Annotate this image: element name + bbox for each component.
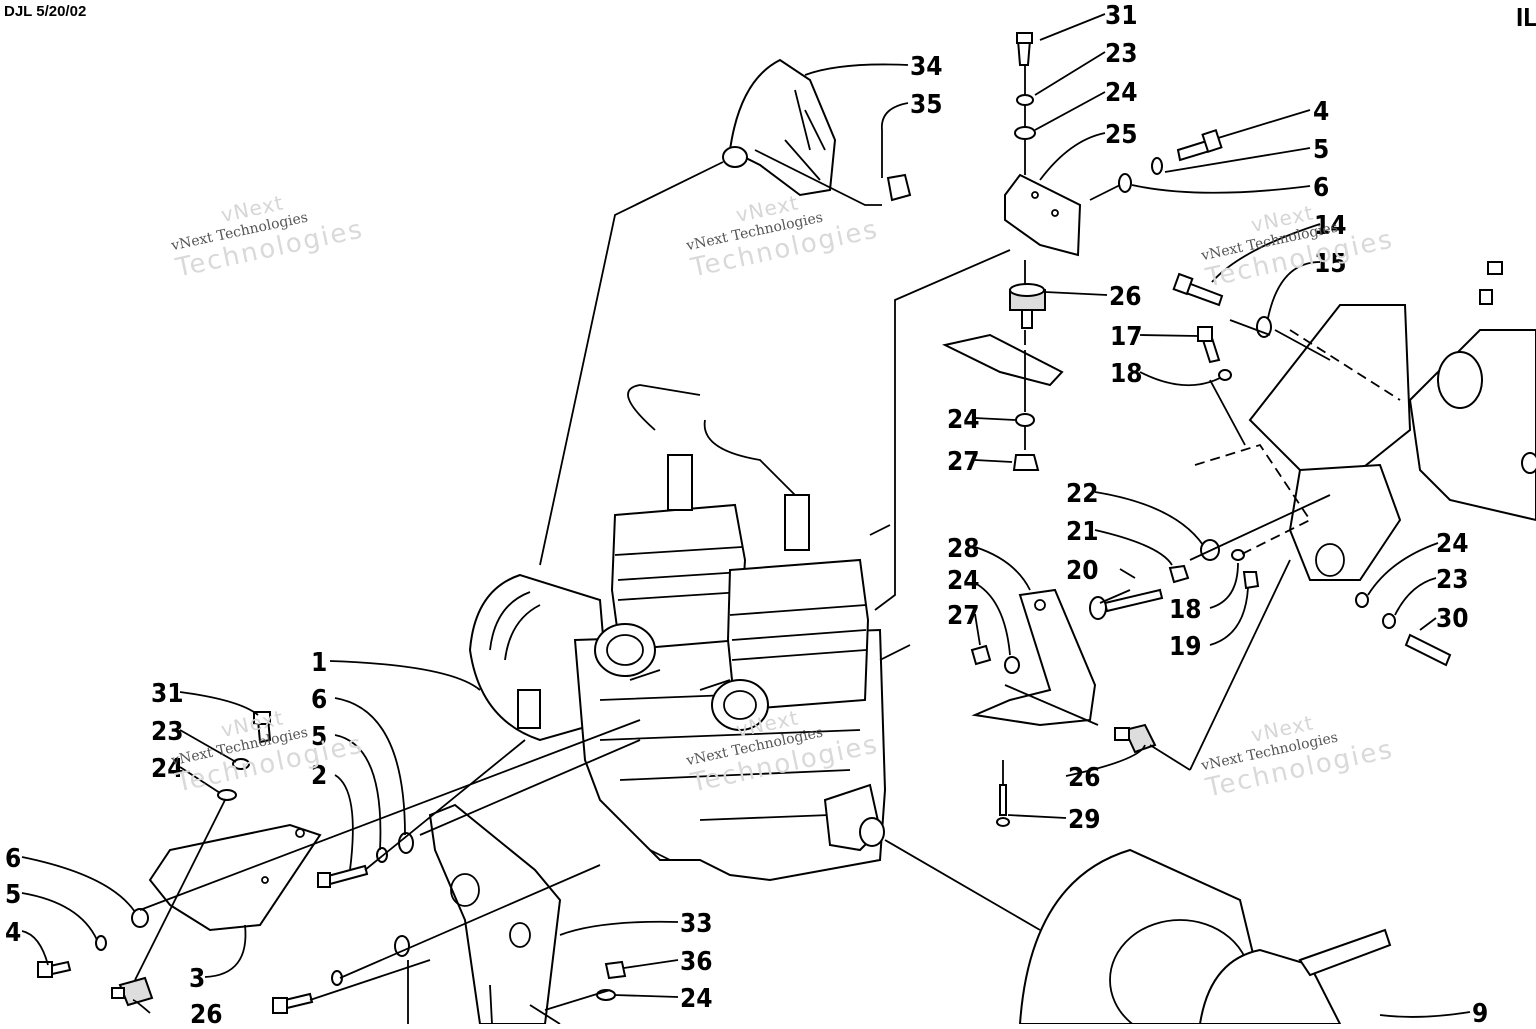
- callout-24: 24: [1105, 78, 1138, 108]
- callout-23: 23: [151, 717, 184, 747]
- part-26-mount-left: [111, 976, 154, 1007]
- callout-26: 26: [190, 1000, 223, 1024]
- part-35-clip: [886, 173, 912, 202]
- callout-24: 24: [151, 754, 184, 784]
- callout-14: 14: [1314, 211, 1347, 241]
- callout-33: 33: [680, 909, 713, 939]
- callout-18: 18: [1110, 359, 1143, 389]
- callout-29: 29: [1068, 805, 1101, 835]
- callout-25: 25: [1105, 120, 1138, 150]
- callout-18: 18: [1169, 595, 1202, 625]
- part-3-bracket: [148, 823, 322, 932]
- callout-35: 35: [910, 90, 943, 120]
- callout-27: 27: [947, 601, 980, 631]
- callout-15: 15: [1314, 249, 1347, 279]
- callout-17: 17: [1110, 322, 1143, 352]
- callout-26: 26: [1109, 282, 1142, 312]
- callout-23: 23: [1105, 39, 1138, 69]
- hardware-nuts: [604, 261, 1536, 980]
- part-26-mount-lower: [1114, 723, 1157, 754]
- callout-3: 3: [189, 964, 205, 994]
- hardware-stack-upper: [1012, 32, 1040, 471]
- callout-4: 4: [5, 918, 21, 948]
- callout-21: 21: [1066, 517, 1099, 547]
- callout-22: 22: [1066, 479, 1099, 509]
- part-25-bracket: [1004, 173, 1082, 257]
- part-28-bracket: [971, 588, 1097, 727]
- callout-20: 20: [1066, 556, 1099, 586]
- callout-4: 4: [1313, 97, 1329, 127]
- callout-24: 24: [1436, 529, 1469, 559]
- callout-19: 19: [1169, 632, 1202, 662]
- callout-6: 6: [1313, 173, 1329, 203]
- right-engine-plate: [1248, 304, 1536, 581]
- callout-2: 2: [311, 761, 327, 791]
- callout-31: 31: [151, 679, 184, 709]
- callout-23: 23: [1436, 565, 1469, 595]
- callout-36: 36: [680, 947, 713, 977]
- callout-labels: 31 23 24 25 4 5 6 34 35 14 15 26 17 18 2…: [5, 1, 1488, 1029]
- callout-27: 27: [947, 447, 980, 477]
- callout-1: 1: [311, 648, 327, 678]
- callout-6: 6: [311, 685, 327, 715]
- part-26-mount-upper: [1009, 283, 1046, 329]
- callout-5: 5: [1313, 135, 1329, 165]
- callout-26: 26: [1068, 763, 1101, 793]
- callout-5: 5: [311, 722, 327, 752]
- callout-24: 24: [680, 984, 713, 1014]
- callout-34: 34: [910, 52, 943, 82]
- illustration-code: IL: [1516, 2, 1536, 32]
- callout-28: 28: [947, 534, 980, 564]
- callout-24: 24: [947, 405, 980, 435]
- callout-31: 31: [1105, 1, 1138, 31]
- callout-5: 5: [5, 880, 21, 910]
- callout-6: 6: [5, 844, 21, 874]
- hardware-bolts: [37, 129, 1452, 1014]
- part-33-bracket: [428, 803, 562, 1025]
- part-9-drive-clutch: [1018, 848, 1392, 1029]
- callout-30: 30: [1436, 604, 1469, 634]
- leader-lines: [21, 13, 1471, 1025]
- drawing-code: DJL 5/20/02: [4, 3, 87, 20]
- callout-9: 9: [1472, 999, 1488, 1024]
- engine-assembly: [468, 384, 911, 882]
- part-34-guard: [722, 58, 837, 197]
- callout-24: 24: [947, 566, 980, 596]
- heat-shield: [942, 333, 1064, 387]
